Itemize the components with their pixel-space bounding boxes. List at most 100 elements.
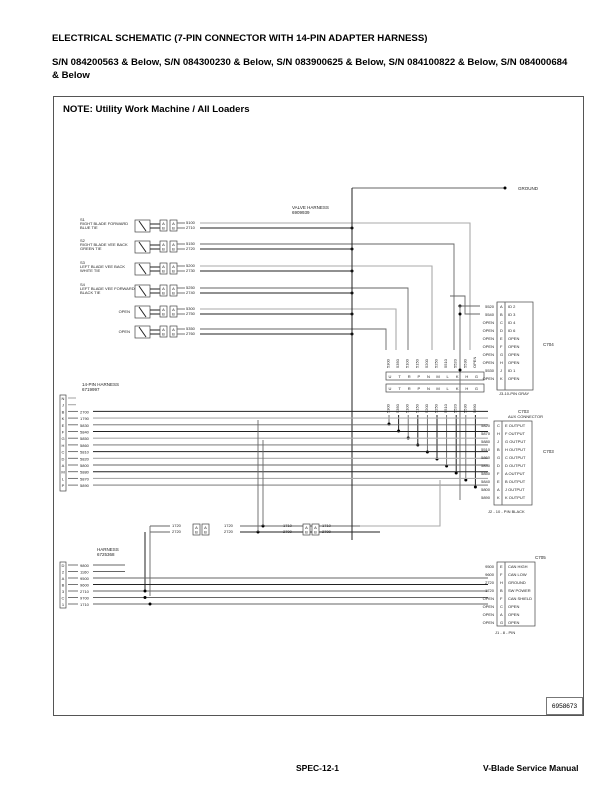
mid-connector-wire-label: 5350 — [395, 403, 400, 413]
c704-pin: J — [500, 368, 502, 373]
inline-connector-1-plug — [192, 523, 201, 536]
c703-wire: 5840 — [481, 479, 491, 484]
c703-func: J OUTPUT — [505, 487, 525, 492]
c704-wire: OPEN — [483, 320, 494, 325]
mid-connector-pin: P — [417, 374, 420, 379]
c703-func: K OUTPUT — [505, 495, 526, 500]
signal-wire — [200, 287, 409, 350]
wire-number: 2750 — [186, 311, 196, 316]
solenoid-socket — [169, 219, 178, 232]
solenoid-desc: LEFT BLADE VEE BACK — [80, 264, 125, 269]
serial-numbers: S/N 084200563 & Below, S/N 084300230 & B… — [52, 57, 568, 81]
c705-func: OPEN — [508, 620, 519, 625]
pin-label: A — [162, 221, 165, 226]
c704-pin: F — [500, 344, 503, 349]
c704-wire: 5520 — [485, 304, 495, 309]
harness14-pin: C — [62, 450, 65, 455]
c704-func: ID 2 — [508, 304, 516, 309]
solenoid-id: S1 — [80, 217, 86, 222]
harness14-part: 6719997 — [82, 387, 100, 392]
c705-wire: OPEN — [483, 612, 494, 617]
harness14-wire: 5890 — [80, 483, 90, 488]
junction-dot — [148, 602, 152, 606]
harness-wire: 1160 — [80, 570, 89, 575]
c704-func: ID 4 — [508, 320, 516, 325]
harness-pin: D — [62, 563, 65, 568]
mid-connector-pin: N — [427, 374, 430, 379]
mid-connector-pin: L — [446, 374, 449, 379]
pin-label: B — [195, 530, 198, 535]
solenoid-desc: RIGHT BLADE FORWARD — [80, 221, 128, 226]
mid-connector-wire-label: 5520 — [453, 403, 458, 413]
pin-label: A — [195, 525, 198, 530]
harness14-pin: M — [61, 470, 64, 475]
inline-connector-2-socket — [311, 523, 320, 536]
harness14-pin: P — [62, 483, 65, 488]
harness-part: 6725368 — [97, 552, 115, 557]
wire-number: 2760 — [186, 331, 196, 336]
solenoid-id: S2 — [80, 238, 86, 243]
harness14-pin: H — [62, 443, 65, 448]
signal-wire — [200, 243, 455, 350]
pin-label: B — [162, 269, 165, 274]
c703-pin: B — [497, 447, 500, 452]
solenoid-plug — [159, 240, 168, 253]
note-text: NOTE: Utility Work Machine / All Loaders — [63, 104, 250, 115]
c705-func: OPEN — [508, 604, 519, 609]
c705-func: GROUND — [508, 580, 526, 585]
pin-label: A — [162, 327, 165, 332]
c704-pin: K — [500, 376, 503, 381]
signal-wire — [200, 222, 471, 350]
c704-func: OPEN — [508, 376, 519, 381]
junction-dot — [458, 368, 462, 372]
wire-number: 5250 — [186, 285, 196, 290]
mid-connector-pin: U — [389, 386, 392, 391]
wire-number: 2720 — [224, 529, 234, 534]
c704-pin: A — [500, 304, 503, 309]
c704-wire: 5530 — [485, 368, 495, 373]
harness14-wire: 5860 — [80, 443, 90, 448]
c703-wire: 5820 — [481, 423, 491, 428]
pin-label: B — [162, 226, 165, 231]
pin-label: B — [172, 312, 175, 317]
valve-harness-part: 6909939 — [292, 210, 310, 215]
mid-connector-pin: U — [389, 374, 392, 379]
harness-pin: 2 — [62, 570, 65, 575]
c703-func: C OUTPUT — [505, 455, 526, 460]
mid-connector-pin: G — [475, 374, 478, 379]
ground-label: GROUND — [518, 186, 539, 191]
mid-connector-upper — [385, 371, 485, 381]
c704-pin: C — [500, 320, 503, 325]
c705-func: CAN HIGH — [508, 564, 528, 569]
c704-pin: H — [500, 360, 503, 365]
solenoid-coil-slash — [138, 263, 147, 275]
mid-connector-pin: M — [436, 374, 439, 379]
wire-number: 5300 — [186, 306, 196, 311]
c705-pin: C — [500, 604, 503, 609]
solenoid-open-label: OPEN — [119, 329, 130, 334]
harness14-pin: J — [62, 403, 64, 408]
solenoid-coil-slash — [138, 306, 147, 318]
solenoid-coil-slash — [138, 220, 147, 232]
c703-connector-body — [493, 420, 533, 506]
mid-connector-wire-label: 5250 — [434, 403, 439, 413]
c705-wire: 9600 — [485, 572, 495, 577]
c704-pin: G — [500, 352, 503, 357]
wire-number: 5100 — [186, 220, 196, 225]
solenoid-tie: BLACK TIE — [80, 290, 101, 295]
mid-connector-pin: T — [398, 386, 401, 391]
harness14-wire: 1790 — [80, 416, 90, 421]
c704-func: OPEN — [508, 344, 519, 349]
c704-pin: E — [500, 336, 503, 341]
harness14-pin: K — [62, 416, 65, 421]
c705-wire: 2720 — [485, 580, 495, 585]
c705-name: C705 — [535, 555, 546, 560]
c705-pin: A — [500, 612, 503, 617]
c703-pin: E — [497, 479, 500, 484]
solenoid-plug — [159, 284, 168, 297]
c704-func: ID 3 — [508, 312, 516, 317]
solenoid-socket — [169, 262, 178, 275]
mid-connector-pin: H — [465, 374, 468, 379]
mid-connector-wire-label: 5200 — [424, 358, 429, 368]
c704-func: ID 6 — [508, 328, 516, 333]
